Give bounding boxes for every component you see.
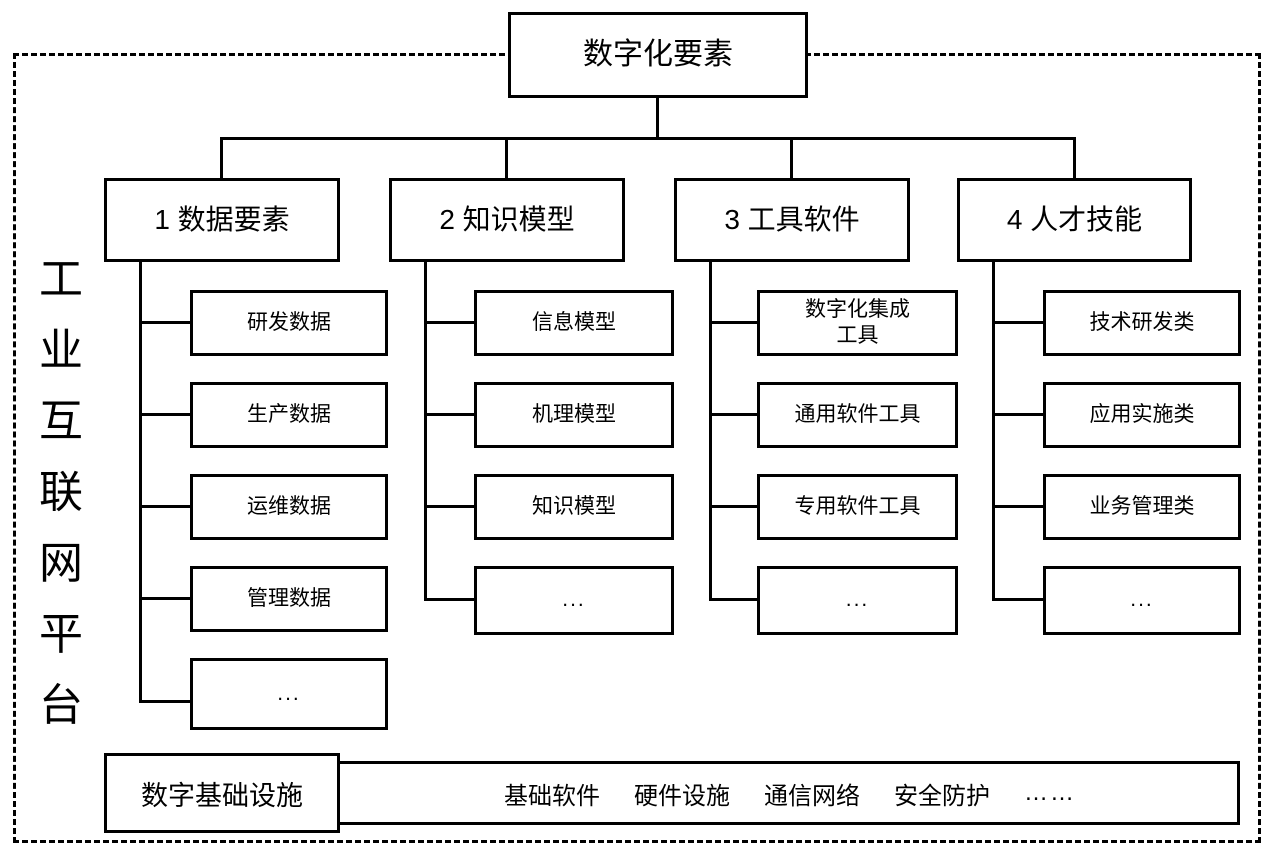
leaf-node-2-1[interactable]: 信息模型 bbox=[474, 290, 674, 356]
connector-branch-2-1 bbox=[424, 321, 477, 324]
platform-label-char-4: 联 bbox=[39, 468, 83, 517]
category-label-1: 1 数据要素 bbox=[154, 203, 290, 235]
platform-label-char-5: 网 bbox=[39, 539, 83, 588]
connector-bus-to-category-4 bbox=[1073, 137, 1076, 181]
category-node-knowledge-models[interactable]: 2 知识模型 bbox=[389, 178, 625, 262]
connector-branch-2-4 bbox=[424, 598, 477, 601]
connector-branch-4-2 bbox=[992, 413, 1046, 416]
infrastructure-item-3[interactable]: 通信网络 bbox=[764, 782, 860, 810]
connector-branch-3-2 bbox=[709, 413, 760, 416]
connector-bus-to-category-3 bbox=[790, 137, 793, 181]
leaf-label-2-1: 信息模型 bbox=[532, 310, 616, 334]
platform-label-char-3: 互 bbox=[39, 397, 83, 446]
connector-branch-3-3 bbox=[709, 505, 760, 508]
root-node[interactable]: 数字化要素 bbox=[508, 12, 808, 98]
leaf-label-3-3: 专用软件工具 bbox=[794, 494, 921, 518]
connector-bus-horizontal bbox=[220, 137, 1076, 140]
leaf-node-1-1[interactable]: 研发数据 bbox=[190, 290, 388, 356]
connector-branch-1-5 bbox=[139, 700, 193, 703]
leaf-node-3-2[interactable]: 通用软件工具 bbox=[757, 382, 958, 448]
connector-trunk-1 bbox=[139, 262, 142, 703]
infrastructure-item-4[interactable]: 安全防护 bbox=[894, 782, 990, 810]
platform-label: 工 业 互 联 网 平 台 bbox=[30, 258, 92, 728]
infrastructure-item-5[interactable]: …… bbox=[1024, 779, 1076, 806]
leaf-label-1-1: 研发数据 bbox=[247, 310, 331, 334]
category-node-data-elements[interactable]: 1 数据要素 bbox=[104, 178, 340, 262]
category-node-talent-skills[interactable]: 4 人才技能 bbox=[957, 178, 1192, 262]
infrastructure-items: 基础软件 硬件设施 通信网络 安全防护 …… bbox=[340, 761, 1240, 825]
leaf-label-4-3: 业务管理类 bbox=[1089, 494, 1195, 518]
leaf-label-2-2: 机理模型 bbox=[532, 402, 616, 426]
leaf-node-1-3[interactable]: 运维数据 bbox=[190, 474, 388, 540]
leaf-node-4-4[interactable]: ... bbox=[1043, 566, 1241, 635]
connector-trunk-4 bbox=[992, 262, 995, 601]
leaf-label-3-2: 通用软件工具 bbox=[794, 402, 921, 426]
infrastructure-item-2[interactable]: 硬件设施 bbox=[634, 782, 730, 810]
platform-label-char-6: 平 bbox=[39, 610, 83, 659]
leaf-node-1-4[interactable]: 管理数据 bbox=[190, 566, 388, 632]
connector-branch-4-1 bbox=[992, 321, 1046, 324]
leaf-node-2-3[interactable]: 知识模型 bbox=[474, 474, 674, 540]
leaf-node-3-4[interactable]: ... bbox=[757, 566, 958, 635]
infrastructure-item-1[interactable]: 基础软件 bbox=[504, 782, 600, 810]
leaf-node-2-4[interactable]: ... bbox=[474, 566, 674, 635]
infrastructure-label: 数字基础设施 bbox=[141, 780, 303, 811]
leaf-label-1-3: 运维数据 bbox=[247, 494, 331, 518]
leaf-label-1-2: 生产数据 bbox=[247, 402, 331, 426]
leaf-node-4-3[interactable]: 业务管理类 bbox=[1043, 474, 1241, 540]
leaf-label-2-3: 知识模型 bbox=[532, 494, 616, 518]
category-label-4: 4 人才技能 bbox=[1006, 203, 1143, 235]
category-node-tool-software[interactable]: 3 工具软件 bbox=[674, 178, 910, 262]
connector-branch-1-3 bbox=[139, 505, 193, 508]
leaf-label-4-2: 应用实施类 bbox=[1089, 402, 1195, 426]
connector-branch-4-3 bbox=[992, 505, 1046, 508]
connector-trunk-2 bbox=[424, 262, 427, 601]
connector-branch-3-4 bbox=[709, 598, 760, 601]
root-node-label: 数字化要素 bbox=[583, 37, 733, 71]
leaf-label-4-4: ... bbox=[1130, 588, 1154, 612]
connector-root-down bbox=[656, 98, 659, 139]
leaf-node-1-2[interactable]: 生产数据 bbox=[190, 382, 388, 448]
connector-branch-2-3 bbox=[424, 505, 477, 508]
leaf-node-4-2[interactable]: 应用实施类 bbox=[1043, 382, 1241, 448]
category-label-3: 3 工具软件 bbox=[724, 203, 860, 235]
leaf-node-2-2[interactable]: 机理模型 bbox=[474, 382, 674, 448]
leaf-label-3-4: ... bbox=[845, 588, 870, 612]
leaf-node-3-3[interactable]: 专用软件工具 bbox=[757, 474, 958, 540]
connector-branch-2-2 bbox=[424, 413, 477, 416]
connector-bus-to-category-2 bbox=[505, 137, 508, 181]
connector-branch-4-4 bbox=[992, 598, 1046, 601]
leaf-label-3-1-line2: 工具 bbox=[836, 324, 879, 347]
infrastructure-label-box[interactable]: 数字基础设施 bbox=[104, 753, 340, 833]
leaf-node-4-1[interactable]: 技术研发类 bbox=[1043, 290, 1241, 356]
platform-label-char-2: 业 bbox=[39, 326, 83, 375]
connector-branch-3-1 bbox=[709, 321, 760, 324]
leaf-label-1-4: 管理数据 bbox=[247, 586, 331, 610]
connector-branch-1-4 bbox=[139, 597, 193, 600]
leaf-node-1-5[interactable]: ... bbox=[190, 658, 388, 730]
leaf-label-1-5: ... bbox=[277, 681, 301, 705]
platform-label-char-1: 工 bbox=[39, 255, 83, 304]
connector-trunk-3 bbox=[709, 262, 712, 601]
category-label-2: 2 知识模型 bbox=[439, 203, 575, 235]
connector-branch-1-1 bbox=[139, 321, 193, 324]
leaf-node-3-1[interactable]: 数字化集成 工具 bbox=[757, 290, 958, 356]
leaf-label-4-1: 技术研发类 bbox=[1089, 310, 1195, 334]
connector-bus-to-category-1 bbox=[220, 137, 223, 181]
connector-branch-1-2 bbox=[139, 413, 193, 416]
leaf-label-2-4: ... bbox=[562, 588, 586, 612]
leaf-label-3-1-line1: 数字化集成 bbox=[805, 297, 910, 321]
platform-label-char-7: 台 bbox=[39, 681, 83, 730]
